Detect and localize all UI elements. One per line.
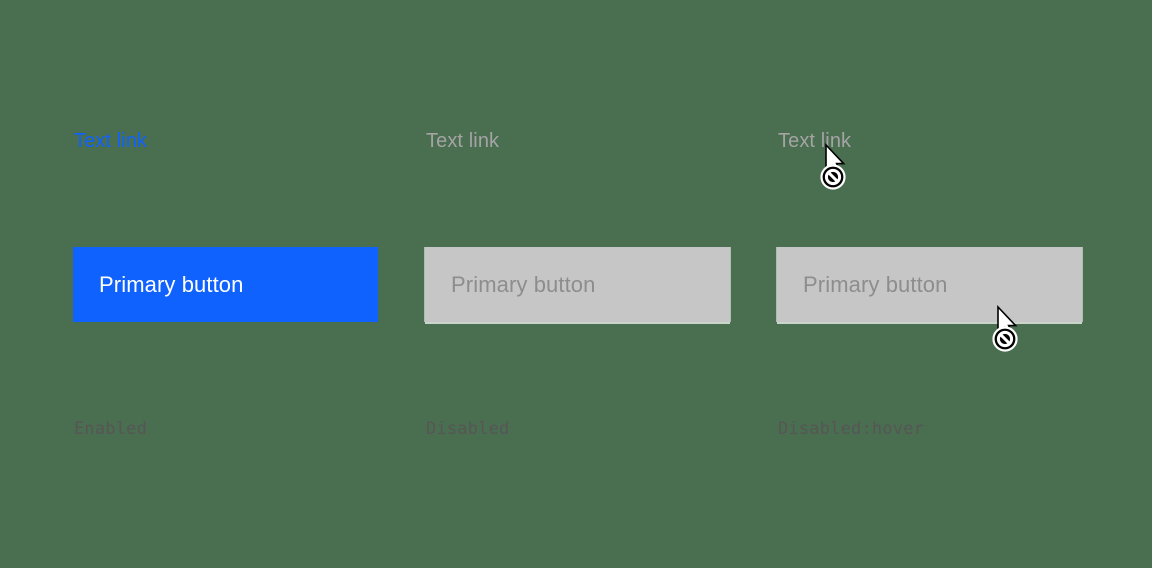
text-link-enabled[interactable]: Text link	[74, 130, 148, 152]
state-label-disabled: Disabled	[426, 419, 510, 439]
state-column-enabled: Text link Primary button Enabled	[73, 0, 378, 568]
state-column-disabled: Text link Primary button Disabled	[425, 0, 730, 568]
state-label-disabled-hover: Disabled:hover	[778, 419, 925, 439]
primary-button-disabled: Primary button	[425, 247, 730, 322]
text-link-disabled: Text link	[426, 130, 500, 152]
state-label-enabled: Enabled	[74, 419, 148, 439]
state-column-disabled-hover: Text link Primary button Disabled:hover	[777, 0, 1082, 568]
primary-button-enabled[interactable]: Primary button	[73, 247, 378, 322]
primary-button-disabled-hover: Primary button	[777, 247, 1082, 322]
text-link-disabled-hover: Text link	[778, 130, 852, 152]
